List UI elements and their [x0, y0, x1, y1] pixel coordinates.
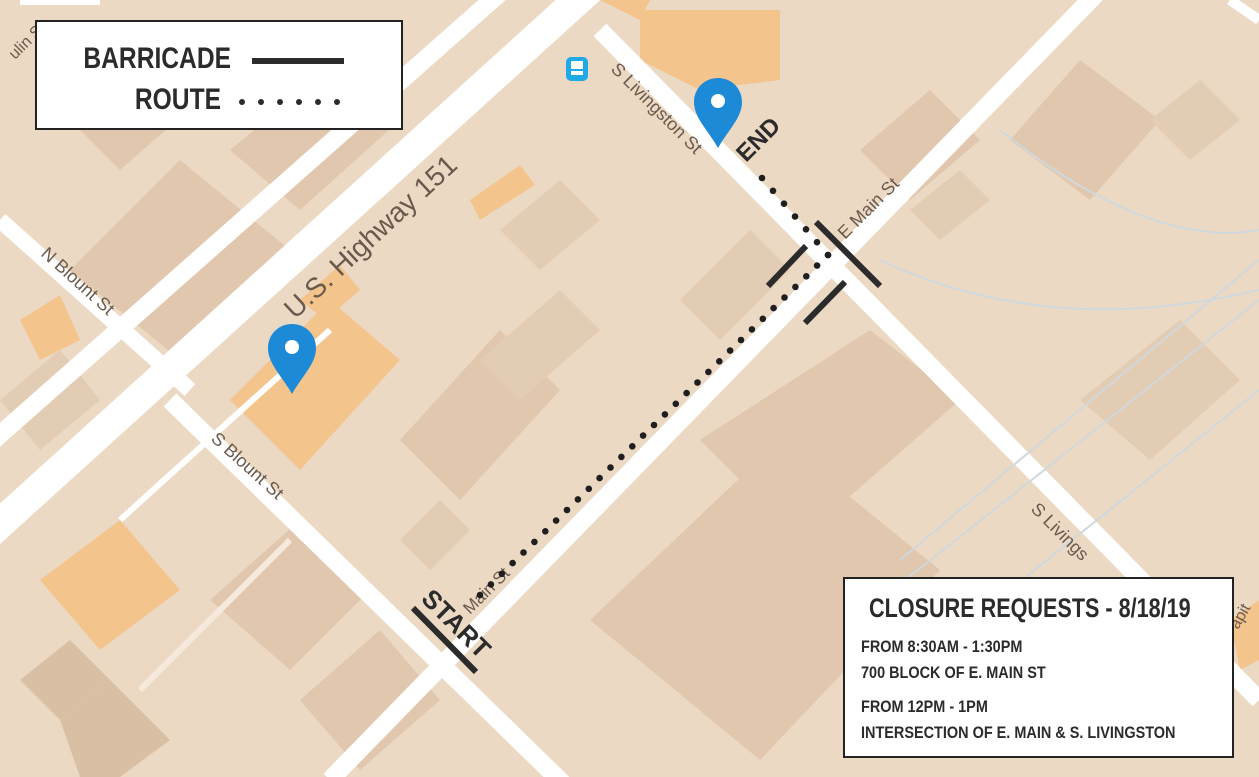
route-dot	[716, 358, 723, 365]
barricade-main-west	[765, 243, 809, 289]
route-dot	[781, 294, 788, 301]
route-dot	[650, 421, 658, 429]
route-path	[476, 174, 832, 599]
route-dots-icon	[239, 99, 340, 105]
legend-barricade-row: BARRICADE	[37, 42, 401, 82]
route-dot	[629, 443, 636, 450]
route-dot	[758, 174, 766, 182]
route-dot	[769, 187, 777, 195]
route-dot	[780, 200, 788, 207]
route-dot	[585, 485, 593, 493]
route-dot	[759, 315, 767, 323]
route-dot	[487, 581, 495, 588]
legend-route-row: ROUTE	[37, 83, 401, 123]
route-dot	[737, 336, 745, 344]
route-dot	[792, 283, 799, 291]
route-dot	[802, 226, 810, 233]
end-location-pin-icon[interactable]	[694, 78, 742, 148]
route-dot	[531, 538, 538, 546]
route-dot	[748, 326, 756, 333]
barricade-line-icon	[252, 58, 344, 64]
entry-2-location: INTERSECTION OF E. MAIN & S. LIVINGSTON	[861, 723, 1176, 742]
route-dot	[498, 570, 506, 578]
closure-title: CLOSURE REQUESTS - 8/18/19	[869, 593, 1191, 623]
route-dot	[574, 496, 582, 503]
route-dot	[618, 453, 625, 461]
route-dot	[803, 273, 810, 280]
route-dot	[563, 506, 571, 514]
route-dot	[770, 304, 777, 312]
highlighted-buildings	[20, 0, 1259, 670]
route-dot	[813, 238, 821, 246]
route-dot	[661, 411, 669, 418]
route-dot	[683, 389, 690, 397]
barricade-livingston	[813, 219, 883, 289]
route-dot	[509, 559, 516, 567]
barricade-main-east	[802, 279, 848, 326]
route-dot	[639, 432, 647, 439]
barricades	[410, 219, 883, 675]
route-dot	[520, 549, 527, 556]
route-dot	[705, 368, 712, 376]
entry-1-location: 700 BLOCK OF E. MAIN ST	[861, 663, 1046, 682]
legend-route-label: ROUTE	[134, 83, 221, 116]
route-dot	[542, 528, 549, 535]
barricade-start	[410, 605, 479, 675]
map-legend: BARRICADE ROUTE	[35, 20, 403, 130]
entry-1-time: FROM 8:30AM - 1:30PM	[861, 637, 1023, 656]
route-dot	[726, 347, 734, 354]
route-dot	[596, 474, 603, 482]
route-dot	[813, 262, 821, 269]
route-dot	[791, 213, 799, 220]
legend-barricade-label: BARRICADE	[83, 42, 231, 75]
route-dot	[607, 464, 614, 471]
bus-stop-icon[interactable]	[566, 57, 588, 81]
entry-2-time: FROM 12PM - 1PM	[861, 697, 988, 716]
route-dot	[672, 400, 680, 408]
route-dot	[824, 251, 832, 259]
route-dot	[476, 591, 484, 599]
rail-lines	[879, 129, 1259, 631]
route-dot	[552, 517, 560, 524]
closure-info-box: CLOSURE REQUESTS - 8/18/19 FROM 8:30AM -…	[843, 577, 1234, 758]
location-pin-icon[interactable]	[268, 324, 316, 394]
route-dot	[694, 379, 701, 386]
